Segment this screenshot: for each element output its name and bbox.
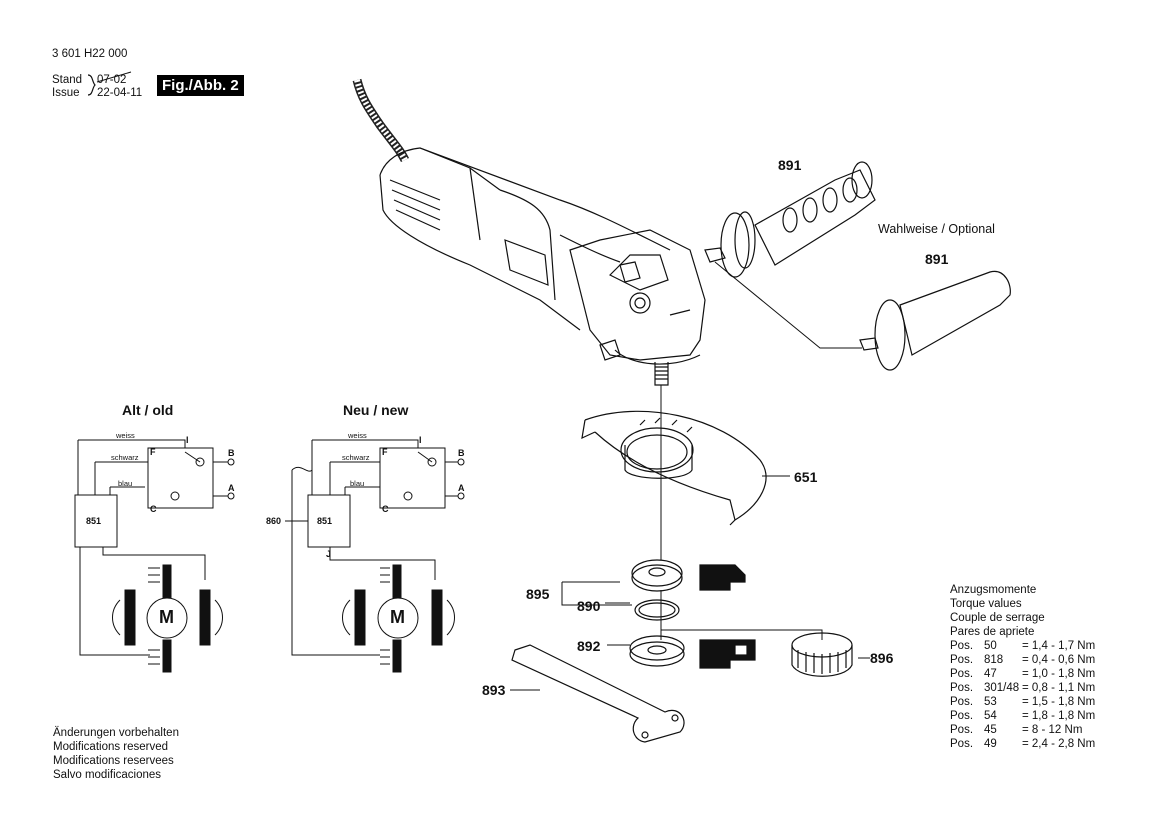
wiring-new-title: Neu / new	[343, 402, 409, 418]
terminal-a-new: A	[458, 483, 465, 493]
torque-pos-number: 53	[984, 696, 997, 708]
part-label-891: 891	[925, 251, 949, 267]
torque-pos-number: 818	[984, 654, 1004, 666]
wire-blau-old: blau	[118, 479, 133, 488]
notice-line: Salvo modificaciones	[53, 769, 162, 781]
torque-pos-number: 47	[984, 668, 997, 680]
terminal-f-new: F	[382, 447, 388, 457]
terminal-i-old: I	[186, 435, 189, 445]
part-label-891-optional: 891	[778, 157, 802, 173]
torque-pos: Pos.	[950, 640, 974, 652]
part-label-895: 895	[526, 586, 550, 602]
torque-value: = 1,0 - 1,8 Nm	[1022, 668, 1096, 680]
torque-pos: Pos.	[950, 682, 974, 694]
terminal-c-new: C	[382, 504, 389, 514]
clamping-nut	[629, 635, 685, 667]
wiring-old-title: Alt / old	[122, 402, 174, 418]
motor-m-new: M	[390, 607, 405, 627]
box-ref-860: 860	[266, 516, 282, 526]
torque-value: = 2,4 - 2,8 Nm	[1022, 738, 1096, 750]
torque-pos: Pos.	[950, 654, 974, 666]
torque-heading: Pares de apriete	[950, 626, 1035, 638]
figure-tag: Fig./Abb. 2	[157, 75, 244, 96]
torque-value: = 1,4 - 1,7 Nm	[1022, 640, 1096, 652]
torque-pos-number: 301/48	[984, 682, 1020, 694]
auxiliary-handle-optional	[704, 161, 876, 278]
torque-value: = 1,5 - 1,8 Nm	[1022, 696, 1096, 708]
mounting-flange	[631, 559, 683, 621]
torque-value: = 0,4 - 0,6 Nm	[1022, 654, 1096, 666]
power-cord	[352, 78, 410, 163]
torque-pos-number: 49	[984, 738, 997, 750]
notice-line: Modifications reservees	[53, 755, 174, 767]
wiring-diagram-old	[74, 439, 235, 673]
flange-section	[699, 564, 756, 669]
grinder-body	[379, 147, 706, 386]
optional-label: Wahlweise / Optional	[878, 222, 995, 236]
modification-notice: Änderungen vorbehalten Modifications res…	[53, 726, 179, 782]
torque-pos: Pos.	[950, 710, 974, 722]
torque-pos-number: 54	[984, 710, 997, 722]
terminal-i-new: I	[419, 435, 422, 445]
quick-clamping-nut	[791, 632, 853, 677]
wire-blau-new: blau	[350, 479, 365, 488]
issue-date: 22-04-11	[97, 87, 143, 99]
stand-label: Stand	[52, 74, 83, 86]
notice-line: Modifications reserved	[53, 741, 169, 753]
terminal-c-old: C	[150, 504, 157, 514]
torque-heading: Anzugsmomente	[950, 584, 1037, 596]
issue-label: Issue	[52, 87, 80, 99]
torque-pos: Pos.	[950, 696, 974, 708]
torque-value: = 8 - 12 Nm	[1022, 724, 1083, 736]
assembly-lines	[510, 261, 870, 691]
terminal-b-new: B	[458, 448, 465, 458]
part-label-890: 890	[577, 598, 601, 614]
part-label-651: 651	[794, 469, 818, 485]
terminal-f-old: F	[150, 447, 156, 457]
torque-pos: Pos.	[950, 724, 974, 736]
torque-pos-number: 45	[984, 724, 997, 736]
wire-schwarz-old: schwarz	[111, 453, 139, 462]
box-851-old: 851	[86, 516, 102, 526]
torque-pos-number: 50	[984, 640, 997, 652]
wire-weiss-new: weiss	[348, 431, 367, 440]
torque-value: = 1,8 - 1,8 Nm	[1022, 710, 1096, 722]
wiring-diagram-new	[285, 439, 465, 673]
motor-m-old: M	[159, 607, 174, 627]
document-number: 3 601 H22 000	[52, 48, 128, 60]
wire-weiss-old: weiss	[116, 431, 135, 440]
torque-pos: Pos.	[950, 668, 974, 680]
stand-date-old: 07-02	[97, 74, 127, 86]
torque-heading: Couple de serrage	[950, 612, 1045, 624]
two-pin-spanner	[511, 644, 685, 743]
box-851-new: 851	[317, 516, 333, 526]
torque-pos: Pos.	[950, 738, 974, 750]
terminal-a-old: A	[228, 483, 235, 493]
part-label-896: 896	[870, 650, 894, 666]
wheel-guard	[581, 410, 767, 526]
part-label-892: 892	[577, 638, 601, 654]
wire-schwarz-new: schwarz	[342, 453, 370, 462]
terminal-j-new: J	[326, 549, 332, 559]
notice-line: Änderungen vorbehalten	[53, 727, 179, 739]
torque-heading: Torque values	[950, 598, 1022, 610]
terminal-b-old: B	[228, 448, 235, 458]
auxiliary-handle-standard	[859, 270, 1011, 371]
torque-value: = 0,8 - 1,1 Nm	[1022, 682, 1096, 694]
part-label-893: 893	[482, 682, 506, 698]
